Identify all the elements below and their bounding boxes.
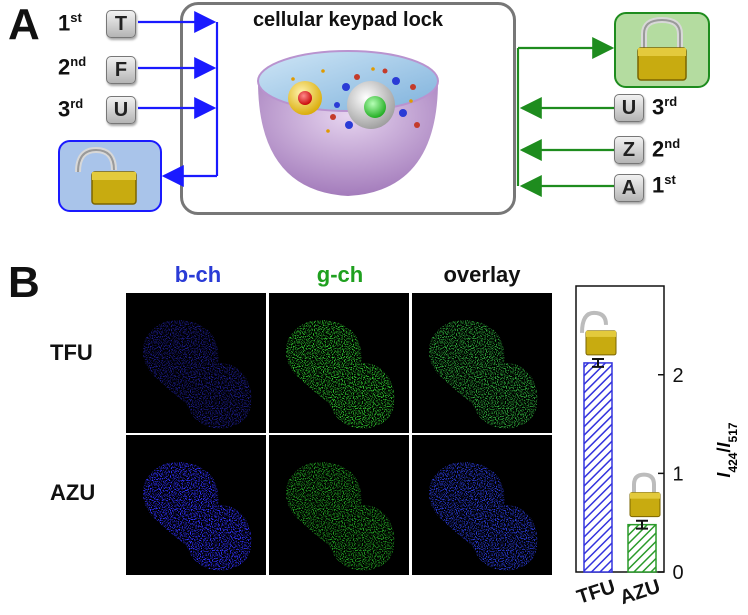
locked-padlock-icon [629,472,661,518]
small-dots [291,67,413,133]
step-1-right-label: 1st [652,172,676,198]
key-z: Z [614,136,644,164]
reagent-molecules [330,68,420,128]
row-header-tfu: TFU [50,340,93,365]
category-label-azu: AZU [617,575,663,609]
step-2-label: 2nd [58,54,87,80]
micro-tfu-b-ch [126,293,266,433]
left-input-arrows [138,11,219,187]
micrograph-grid [126,293,554,575]
probe-molecules [334,77,407,129]
row-header-azu: AZU [50,480,96,505]
y-tick-label-0: 0 [672,562,683,584]
right-input-arrows [516,37,615,197]
y-tick-label-2: 2 [672,365,683,387]
step-3-right-label: 3rd [652,94,678,120]
y-axis-label: I424/I517 [714,422,740,477]
category-label-tfu: TFU [574,576,618,609]
panel-b-label: B [8,258,40,307]
micro-tfu-g-ch [269,293,409,433]
key-f: F [106,56,136,84]
micro-azu-g-ch [269,435,409,575]
column-header-g-ch: g-ch [316,262,364,287]
locked-padlock-icon [637,16,687,81]
micro-tfu-overlay [412,293,552,433]
step-1-label: 1st [58,10,82,36]
unlocked-padlock-icon [580,310,617,356]
key-t: T [106,10,136,38]
right-key-sequence: U 3rd Z 2nd A 1st [614,94,724,206]
cell-title: cellular keypad lock [252,9,444,31]
bar-tfu [583,362,613,573]
nanoparticle-gold [288,81,322,115]
column-header-overlay: overlay [443,262,521,287]
cell-container: cellular keypad lock [180,2,516,215]
y-tick-label-1: 1 [672,463,683,485]
left-lock-box [58,140,162,212]
micro-azu-b-ch [126,435,266,575]
column-header-b-ch: b-ch [174,262,222,287]
nanoparticle-silver [347,81,395,129]
cell-illustration [257,50,439,196]
panel-a-label: A [8,0,40,49]
bar-azu [627,523,657,573]
error-bar-azu [636,519,648,530]
right-lock-box [614,12,710,88]
unlocked-padlock-icon [75,146,137,205]
step-3-label: 3rd [58,96,84,122]
left-key-sequence: 1st T 2nd F 3rd U [58,8,138,124]
key-u-right: U [614,94,644,122]
error-bar-tfu [592,357,604,368]
key-a: A [614,174,644,202]
panel-a-arrows [138,11,615,197]
key-u: U [106,96,136,124]
micro-azu-overlay [412,435,552,575]
step-2-right-label: 2nd [652,136,681,162]
